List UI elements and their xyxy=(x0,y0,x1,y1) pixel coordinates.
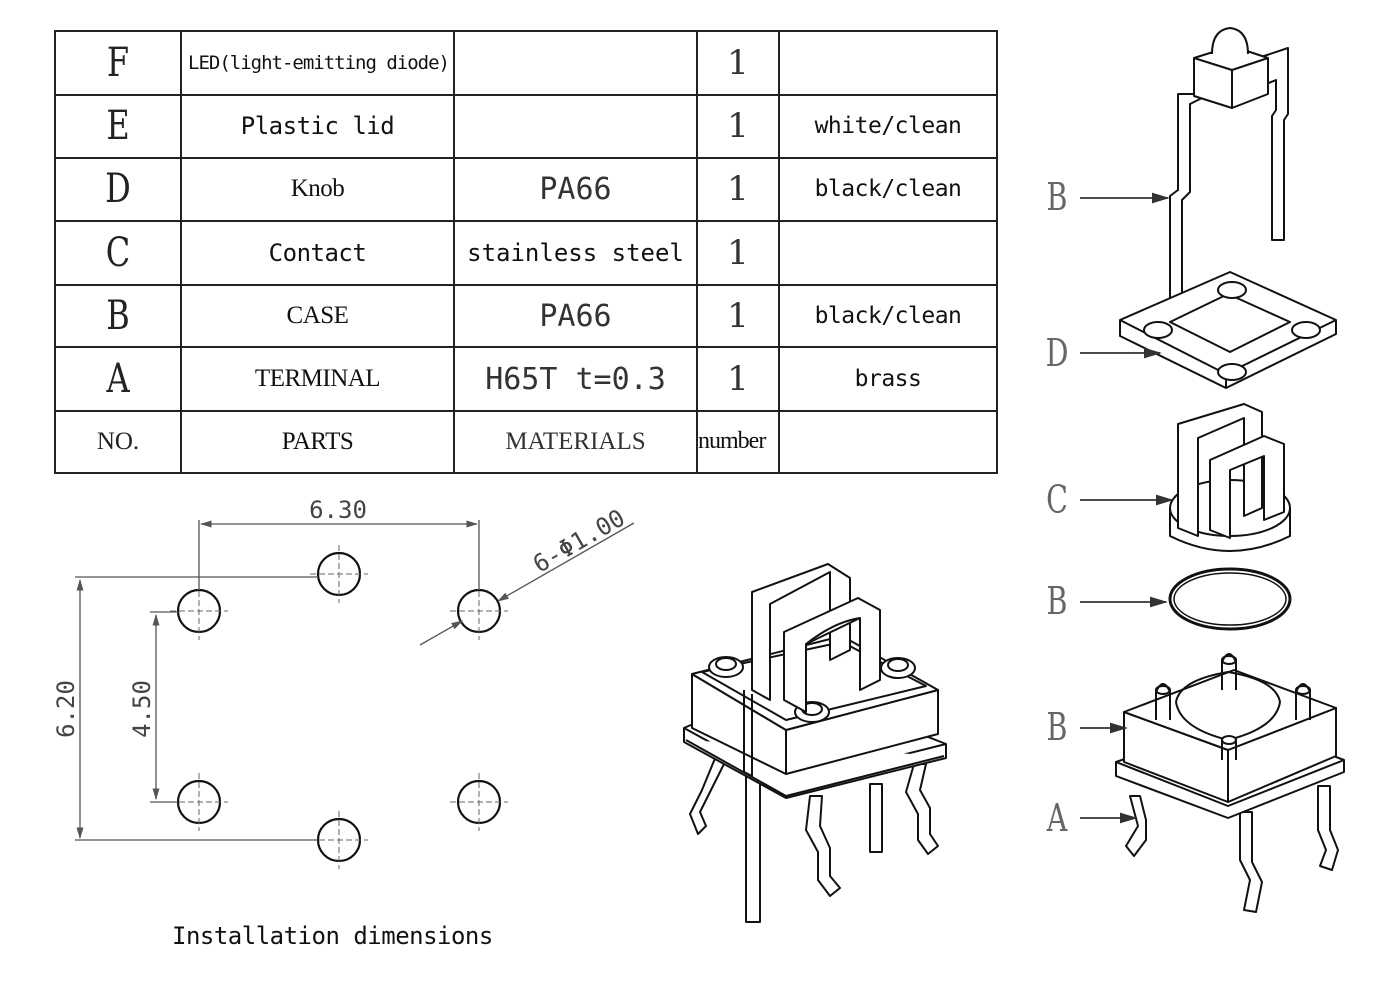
header-materials: MATERIALS xyxy=(453,409,698,475)
row-qty: 1 xyxy=(696,29,780,97)
label-b-case: B xyxy=(1047,705,1068,749)
row-qty: 1 xyxy=(696,94,780,159)
header-no: NO. xyxy=(54,409,182,475)
table-row: C Contact stainless steel 1 xyxy=(55,219,998,287)
row-part: Plastic lid xyxy=(180,94,455,159)
parts-table: F LED(light-emitting diode) 1 E Plastic … xyxy=(54,29,998,475)
table-row: E Plastic lid 1 white/clean xyxy=(55,94,998,159)
row-no: F xyxy=(66,29,170,97)
knob-plate-part xyxy=(1119,271,1337,389)
table-row: F LED(light-emitting diode) 1 xyxy=(55,29,998,97)
case-part xyxy=(1115,653,1345,913)
table-row: B CASE PA66 1 black/clean xyxy=(55,284,998,349)
row-part: Knob xyxy=(180,156,455,222)
table-header-row: NO. PARTS MATERIALS number xyxy=(54,409,998,475)
dim-width-label: 6.30 xyxy=(309,496,367,524)
row-note: black/clean xyxy=(778,156,998,222)
row-material: stainless steel xyxy=(453,219,698,287)
led-part xyxy=(1169,27,1289,331)
row-note: white/clean xyxy=(778,94,998,159)
table-row: A TERMINAL H65T t=0.3 1 brass xyxy=(55,346,998,412)
row-material: PA66 xyxy=(453,284,698,349)
row-no: E xyxy=(66,94,170,159)
installation-caption: Installation dimensions xyxy=(172,922,493,950)
row-note: black/clean xyxy=(778,284,998,349)
label-b-led: B xyxy=(1047,175,1068,219)
row-part: Contact xyxy=(180,219,455,287)
row-note xyxy=(778,219,998,287)
label-d-knob: D xyxy=(1046,331,1069,375)
label-c-contact: C xyxy=(1046,478,1068,522)
header-parts: PARTS xyxy=(180,409,455,475)
label-b-ring: B xyxy=(1047,579,1068,623)
table-row: D Knob PA66 1 black/clean xyxy=(55,156,998,222)
label-a-terminal: A xyxy=(1046,796,1068,840)
center-marks xyxy=(170,545,508,869)
header-note xyxy=(778,409,998,475)
exploded-labels xyxy=(1080,192,1174,824)
row-part: LED(light-emitting diode) xyxy=(180,29,455,97)
row-no: B xyxy=(66,284,170,349)
row-part: TERMINAL xyxy=(180,346,455,412)
exploded-view-illustration xyxy=(1115,27,1345,913)
row-qty: 1 xyxy=(696,219,780,287)
row-no: C xyxy=(66,219,170,287)
assembled-switch-illustration xyxy=(683,563,947,923)
row-no: A xyxy=(66,346,170,412)
row-no: D xyxy=(66,156,170,222)
row-note: brass xyxy=(778,346,998,412)
row-qty: 1 xyxy=(696,284,780,349)
row-material xyxy=(453,94,698,159)
header-number: number xyxy=(696,409,780,475)
row-qty: 1 xyxy=(696,346,780,412)
dim-height-outer-label: 6.20 xyxy=(52,680,80,738)
dimension-lines xyxy=(75,520,635,841)
dim-height-inner-label: 4.50 xyxy=(128,680,156,738)
row-note xyxy=(778,29,998,97)
dim-hole-label: 6-Φ1.00 xyxy=(528,504,630,579)
row-material xyxy=(453,29,698,97)
row-material: PA66 xyxy=(453,156,698,222)
row-material: H65T t=0.3 xyxy=(453,346,698,412)
ring-part xyxy=(1168,567,1292,631)
contact-part xyxy=(1169,403,1291,552)
row-qty: 1 xyxy=(696,156,780,222)
row-part: CASE xyxy=(180,284,455,349)
installation-footprint: 6.30 6.20 4.50 6-Φ1.00 xyxy=(52,496,635,869)
